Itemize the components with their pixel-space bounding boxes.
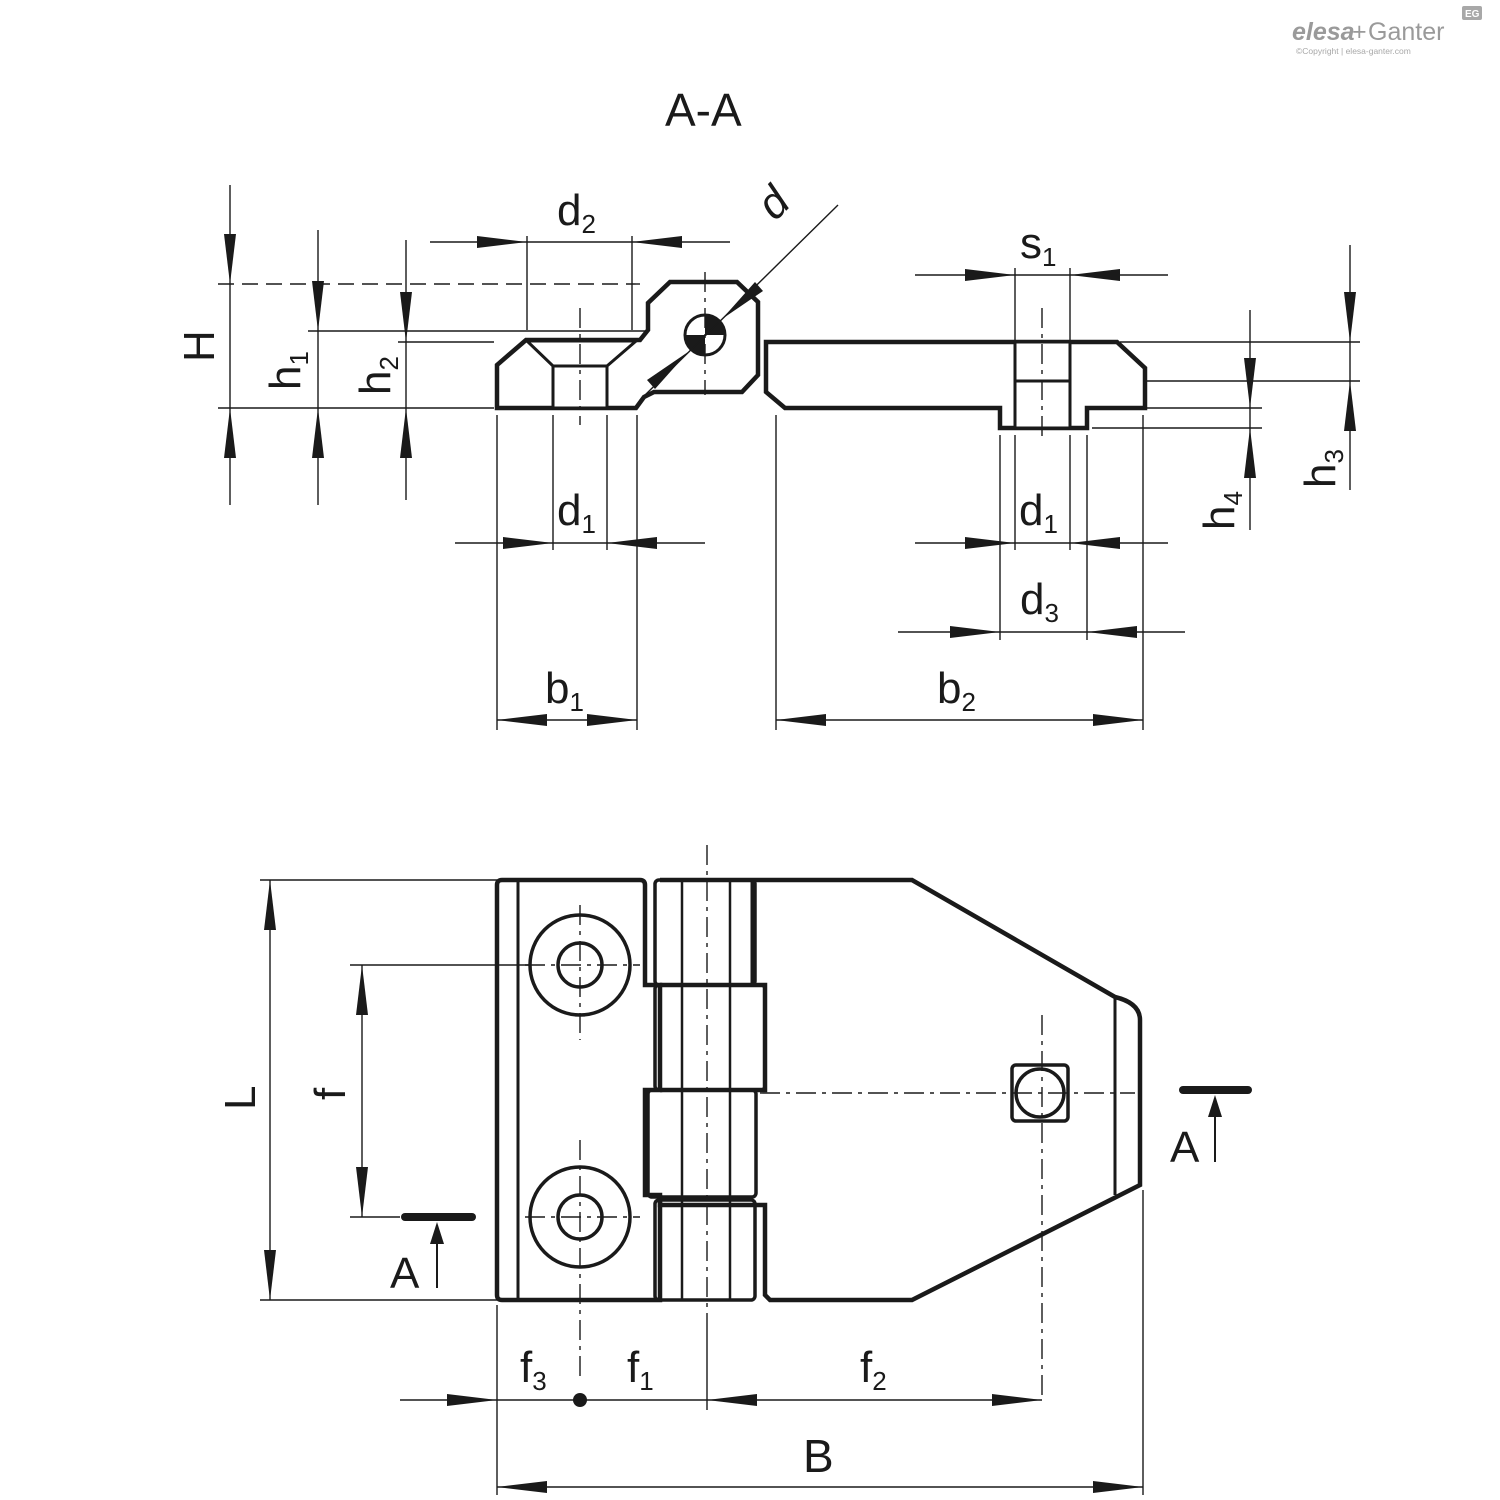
label-b2: b2: [937, 664, 976, 717]
brand-logo: elesa + Ganter ©Copyright | elesa-ganter…: [1292, 6, 1482, 56]
plan-left-leaf: [494, 877, 663, 1303]
label-H: H: [175, 330, 224, 362]
section-extension-lines: [218, 236, 1360, 730]
plan-screw-hole-bottom: [525, 1140, 640, 1380]
label-B: B: [803, 1430, 834, 1482]
label-b1: b1: [545, 664, 584, 717]
label-h1: h1: [261, 351, 314, 390]
label-f3: f3: [520, 1343, 547, 1396]
section-right-leaf: [763, 339, 1148, 431]
label-s1: s1: [1020, 219, 1056, 272]
section-marker-left: A: [390, 1249, 420, 1298]
plan-hinge-knuckles: [646, 845, 767, 1320]
section-left-countersink: [523, 339, 641, 368]
label-d: d: [747, 176, 800, 229]
label-h3: h3: [1296, 449, 1349, 488]
label-f1: f1: [627, 1343, 654, 1396]
logo-plus: +: [1352, 18, 1367, 46]
label-d3: d3: [1020, 575, 1059, 628]
logo-brand-ganter: Ganter: [1368, 18, 1444, 46]
label-h4: h4: [1195, 491, 1248, 530]
label-d1-left: d1: [557, 486, 596, 539]
logo-brand-elesa: elesa: [1292, 18, 1355, 46]
label-h2: h2: [351, 356, 404, 395]
section-view-a-a: A-A: [175, 84, 1360, 730]
label-d2: d2: [557, 186, 596, 239]
logo-mark: EG: [1465, 9, 1480, 20]
label-d1-right: d1: [1019, 486, 1058, 539]
label-L: L: [216, 1086, 265, 1110]
logo-mark-badge: [1462, 6, 1482, 20]
section-marker-right: A: [1170, 1123, 1200, 1172]
label-f2: f2: [860, 1343, 887, 1396]
section-title: A-A: [665, 84, 742, 136]
logo-copyright: ©Copyright | elesa-ganter.com: [1296, 46, 1411, 56]
plan-square-hole: [760, 1015, 1135, 1400]
plan-view: L f A A f3 f1 f2 B: [216, 845, 1252, 1495]
label-f: f: [306, 1087, 355, 1100]
plan-screw-hole-top: [525, 905, 640, 1040]
